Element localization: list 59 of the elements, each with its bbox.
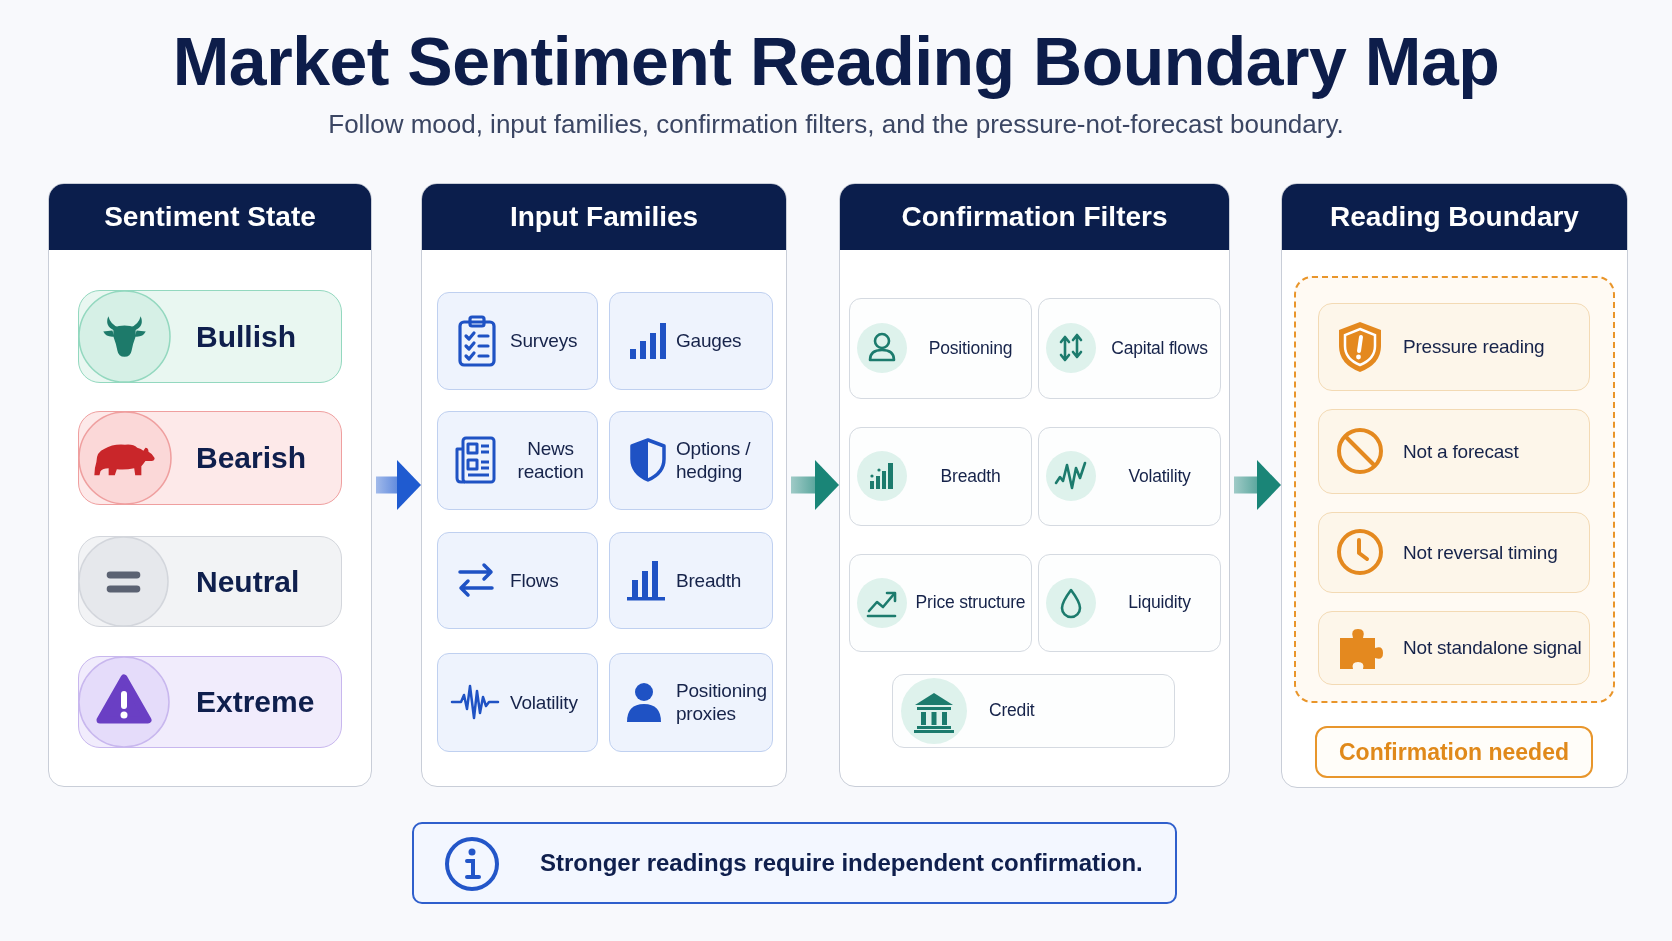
column-panel	[839, 183, 1230, 787]
state-label: Bullish	[196, 318, 296, 355]
filter-label: Breadth	[940, 465, 1001, 488]
boundary-card	[1318, 512, 1590, 593]
filter-card	[892, 674, 1175, 748]
state-pill	[78, 290, 342, 383]
state-pill	[78, 411, 342, 505]
state-pill	[78, 536, 342, 627]
note-banner	[412, 822, 1177, 904]
state-label: Extreme	[196, 684, 315, 721]
column-panel	[1281, 183, 1628, 788]
input-card	[437, 411, 598, 510]
input-label: Positioning proxies	[676, 678, 766, 727]
input-card	[437, 292, 598, 390]
boundary-label: Not standalone signal	[1403, 636, 1582, 660]
column-header: Sentiment State	[49, 184, 371, 250]
state-label: Bearish	[196, 440, 307, 477]
input-card	[609, 653, 773, 752]
filter-card	[1038, 427, 1221, 526]
title: Market Sentiment Reading Boundary Map	[172, 24, 1500, 99]
input-card	[437, 532, 598, 629]
subtitle: Follow mood, input families, confirmation filters, and the pressure-not-forecast boundary.	[328, 109, 1344, 141]
boundary-card	[1318, 611, 1590, 685]
input-label: Options / hedging	[676, 436, 752, 485]
filter-label: Liquidity	[1128, 592, 1191, 614]
filter-card	[1038, 554, 1221, 652]
filter-card	[849, 554, 1032, 652]
boundary-card	[1318, 303, 1590, 391]
column-panel	[421, 183, 787, 787]
column-header: Reading Boundary	[1282, 184, 1627, 250]
filter-label: Volatility	[1128, 465, 1191, 488]
column-panel	[48, 183, 372, 787]
state-label: Neutral	[196, 563, 300, 600]
input-label: Flows	[510, 568, 559, 593]
confirmation-badge: Confirmation needed	[1315, 726, 1593, 778]
filter-label: Capital flows	[1111, 337, 1208, 360]
boundary-label: Not a forecast	[1403, 439, 1519, 464]
input-label: Breadth	[676, 568, 742, 593]
input-label: Volatility	[510, 690, 578, 715]
input-label: News reaction	[516, 436, 585, 485]
input-card	[609, 532, 773, 629]
filter-card	[849, 427, 1032, 526]
note-text: Stronger readings require independent confirmation.	[540, 848, 1143, 878]
boundary-label: Not reversal timing	[1403, 540, 1558, 565]
state-pill	[78, 656, 342, 748]
input-card	[609, 292, 773, 390]
filter-label: Price structure	[915, 592, 1026, 614]
filter-label: Positioning	[928, 337, 1013, 360]
input-label: Gauges	[676, 329, 742, 353]
column-header: Input Families	[422, 184, 786, 250]
column-header: Confirmation Filters	[840, 184, 1229, 250]
boundary-card	[1318, 409, 1590, 494]
input-label: Surveys	[510, 329, 578, 353]
filter-card	[1038, 298, 1221, 399]
input-card	[609, 411, 773, 510]
filter-label: Credit	[989, 700, 1035, 722]
boundary-label: Pressure reading	[1403, 335, 1545, 359]
filter-card	[849, 298, 1032, 399]
input-card	[437, 653, 598, 752]
